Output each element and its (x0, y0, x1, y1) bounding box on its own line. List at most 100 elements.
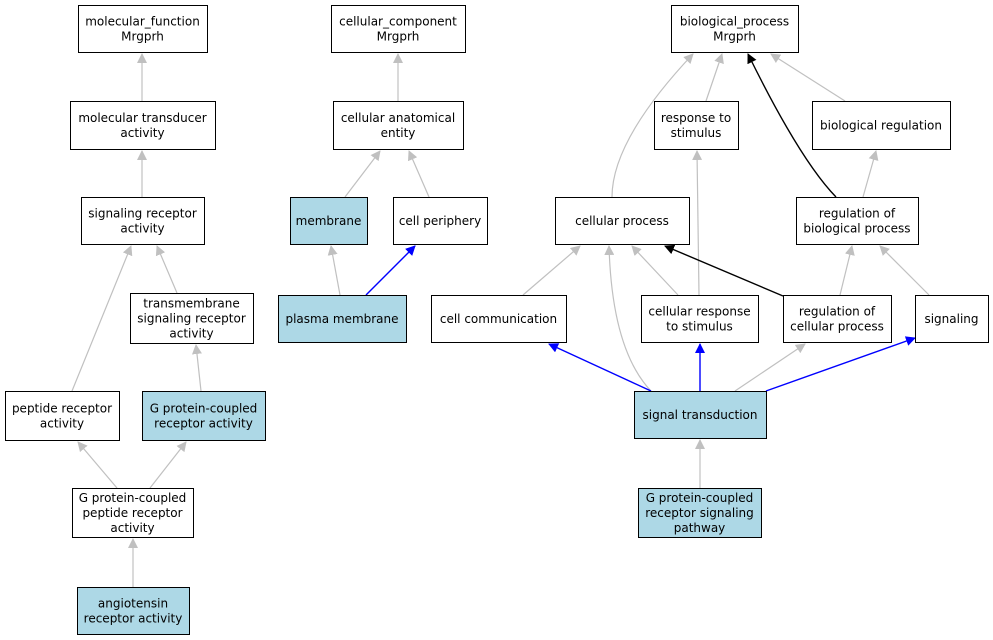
node-box (70, 101, 216, 150)
edge-membrane-to-cell-anat (344, 150, 381, 198)
edge-cell-periphery-to-cell-anat (408, 150, 430, 198)
edge-signal-transduction-to-cell-comm (548, 343, 652, 392)
node-label-line: cellular response (648, 304, 750, 318)
node-label-line: activity (169, 326, 213, 340)
edge-cell-comm-to-cellular-process (522, 245, 581, 296)
node-label-line: Mrgprh (121, 29, 164, 43)
node-signaling: signaling (915, 295, 989, 343)
node-label-line: G protein-coupled (646, 491, 754, 505)
edge-tm-sig-receptor-to-sig-receptor (155, 245, 178, 294)
node-box (81, 197, 205, 245)
node-box (290, 197, 368, 245)
node-label-line: biological_process (680, 14, 789, 28)
node-box (393, 197, 488, 245)
node-box (641, 295, 759, 343)
node-box (5, 391, 120, 441)
node-label-line: activity (120, 221, 164, 235)
node-box (638, 488, 762, 538)
node-label-line: angiotensin (98, 596, 168, 610)
edges-layer (71, 53, 930, 587)
node-label-line: receptor signaling (645, 506, 754, 520)
node-box (431, 295, 567, 343)
node-box (796, 197, 919, 245)
edge-cell-resp-stimulus-to-resp-stimulus (692, 150, 703, 296)
node-label-line: activity (120, 126, 164, 140)
edge-reg-cell-process-to-cellular-process (664, 244, 784, 297)
node-label-line: signal transduction (643, 408, 758, 422)
node-label-line: cell communication (440, 312, 557, 326)
node-box (671, 5, 799, 53)
edge-cell-resp-stimulus-to-cellular-process (631, 245, 679, 296)
node-box (130, 293, 254, 344)
node-label-line: cellular_component (339, 14, 457, 28)
node-label-line: regulation of (799, 304, 876, 318)
edge-reg-bio-process-to-bp-root (747, 53, 837, 198)
node-label-line: peptide receptor (82, 506, 182, 520)
node-label-line: cellular process (790, 319, 884, 333)
node-box (654, 101, 739, 150)
edge-peptide-receptor-to-sig-receptor (71, 245, 133, 392)
edge-gpc-peptide-receptor-to-peptide-receptor (77, 441, 118, 489)
node-box (72, 488, 194, 538)
node-box (333, 101, 464, 150)
edge-gpc-peptide-receptor-to-gpcr-activity (149, 441, 187, 489)
node-label-line: membrane (296, 214, 362, 228)
node-label-line: cellular anatomical (341, 111, 455, 125)
node-box (634, 391, 767, 439)
node-label-line: G protein-coupled (150, 401, 258, 415)
node-box (812, 101, 951, 150)
node-label-line: receptor activity (84, 611, 183, 625)
edge-reg-cell-process-to-reg-bio-process (839, 245, 855, 296)
node-box (555, 197, 690, 245)
edge-reg-bio-process-to-bio-regulation (862, 150, 879, 198)
node-cell-comm: cell communication (431, 295, 567, 343)
node-label-line: signaling receptor (137, 311, 246, 325)
node-box (915, 295, 989, 343)
node-label-line: activity (40, 416, 84, 430)
edge-bio-regulation-to-bp-root (770, 53, 846, 102)
node-label-line: stimulus (671, 126, 722, 140)
node-label-line: cellular process (575, 214, 669, 228)
edge-plasma-membrane-to-cell-periphery (365, 245, 416, 296)
node-label-line: biological regulation (820, 118, 942, 132)
node-label-line: to stimulus (666, 319, 733, 333)
edge-signal-transduction-to-signaling (765, 336, 916, 392)
node-label-line: cell periphery (399, 214, 481, 228)
node-label-line: Mrgprh (713, 29, 756, 43)
edge-signal-transduction-to-reg-cell-process (734, 343, 806, 392)
edge-cellular-process-to-bp-root (611, 53, 694, 198)
node-label-line: transmembrane (143, 296, 240, 310)
node-label-line: molecular transducer (78, 111, 206, 125)
node-label-line: signaling (924, 312, 978, 326)
node-label-line: pathway (674, 521, 726, 535)
node-label-line: plasma membrane (285, 312, 398, 326)
node-label-line: G protein-coupled (79, 491, 187, 505)
node-membrane: membrane (290, 197, 368, 245)
node-label-line: peptide receptor (12, 401, 112, 415)
node-box (77, 587, 190, 635)
node-box (278, 295, 407, 343)
node-box (331, 5, 466, 53)
node-cell-periphery: cell periphery (393, 197, 488, 245)
edge-signaling-to-reg-bio-process (879, 245, 930, 296)
node-label-line: receptor activity (154, 416, 253, 430)
edge-gpcr-activity-to-tm-sig-receptor (192, 344, 202, 392)
node-label-line: signaling receptor (88, 206, 197, 220)
node-label-line: entity (381, 126, 416, 140)
node-label-line: regulation of (819, 206, 896, 220)
